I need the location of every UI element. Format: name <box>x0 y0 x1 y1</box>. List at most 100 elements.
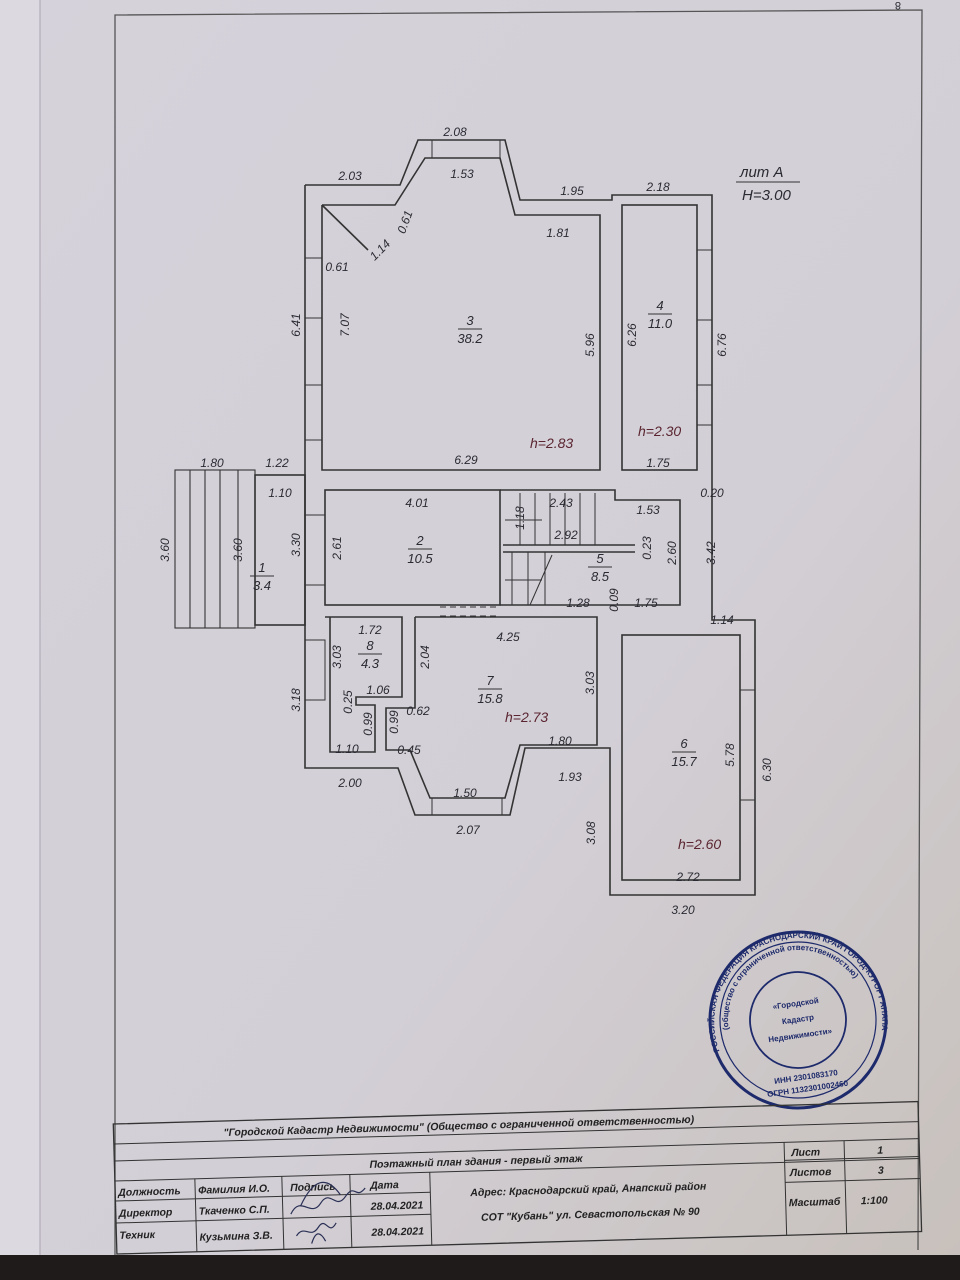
dimension-label: 2.61 <box>330 536 344 560</box>
room-number: 5 <box>596 551 604 566</box>
dimension-label: 4.01 <box>405 496 428 510</box>
dimension-label: 5.96 <box>583 333 597 357</box>
row-2-name: Кузьмина З.В. <box>199 1230 273 1244</box>
drawing-frame <box>114 9 923 1255</box>
dimension-label: 0.09 <box>607 588 621 612</box>
sheet-label: Лист <box>790 1146 820 1159</box>
dimension-label: 1.75 <box>634 596 658 610</box>
dimension-label: 0.61 <box>325 260 348 274</box>
row-1-name: Ткаченко С.П. <box>199 1204 270 1218</box>
sheets-label: Листов <box>789 1166 832 1179</box>
dimension-label: 1.80 <box>548 734 572 748</box>
room-number: 7 <box>486 673 494 688</box>
dimension-label: 1.28 <box>566 596 590 610</box>
signature-director <box>290 1181 366 1215</box>
dimension-label: 0.25 <box>341 690 355 714</box>
room-area: 10.5 <box>407 551 433 566</box>
dimension-label: 1.93 <box>558 770 582 784</box>
header-position: Должность <box>117 1185 181 1199</box>
room-number: 4 <box>656 298 663 313</box>
room-3-walls <box>321 157 601 471</box>
litera-label: лит А <box>739 164 783 181</box>
sheets-value: 3 <box>878 1165 884 1177</box>
table-surface <box>0 1255 960 1280</box>
litera-height: H=3.00 <box>742 187 791 204</box>
porch-steps <box>174 469 256 629</box>
dimension-label: 0.99 <box>387 710 401 734</box>
row-2-position: Техник <box>119 1229 156 1242</box>
dimension-label: 3.60 <box>158 538 172 562</box>
sheet-corner-number: 8 <box>895 0 901 11</box>
dimension-label: 5.78 <box>723 743 737 767</box>
dimension-label: 2.72 <box>675 870 700 884</box>
dimension-label: 1.53 <box>450 167 474 181</box>
room-3-height: h=2.83 <box>530 435 573 451</box>
dimension-label: 1.06 <box>366 683 390 697</box>
room-8-walls <box>325 616 403 753</box>
room-area: 3.4 <box>253 578 271 593</box>
room-number: 2 <box>415 533 424 548</box>
dimension-label: 1.18 <box>513 506 527 530</box>
dimension-label: 2.92 <box>553 528 578 542</box>
row-1-position: Директор <box>118 1206 173 1220</box>
room-area: 15.7 <box>671 754 697 769</box>
stamp-center-2: Кадастр <box>781 1013 814 1026</box>
dimension-label: 3.42 <box>704 541 718 565</box>
room-7-walls <box>385 616 598 799</box>
dimension-label: 2.60 <box>665 541 679 566</box>
outer-wall <box>304 139 756 896</box>
room-6-height: h=2.60 <box>678 836 721 852</box>
dimension-label: 2.18 <box>645 180 670 194</box>
dimension-label: 0.99 <box>361 712 375 736</box>
dimension-label: 2.43 <box>548 496 573 510</box>
room-number: 3 <box>466 313 474 328</box>
dimension-label: 0.62 <box>406 704 430 718</box>
room-area: 8.5 <box>591 569 610 584</box>
dimension-label: 3.60 <box>231 538 245 562</box>
header-date: Дата <box>369 1179 399 1192</box>
dimension-label: 1.10 <box>335 742 359 756</box>
row-2-date: 28.04.2021 <box>370 1225 424 1238</box>
dimension-label: 1.75 <box>646 456 670 470</box>
dimension-label: 3.30 <box>289 533 303 557</box>
floor-plan <box>174 139 756 896</box>
row-1-date: 28.04.2021 <box>370 1199 424 1212</box>
dimension-label: 6.29 <box>454 453 478 467</box>
dimension-label: 0.20 <box>700 486 724 500</box>
dimension-label: 1.14 <box>710 613 734 627</box>
room-area: 11.0 <box>648 316 673 331</box>
room-area: 38.2 <box>457 331 483 346</box>
dimension-label: 6.41 <box>289 313 303 336</box>
dimension-label: 1.50 <box>453 786 477 800</box>
dimension-label: 3.20 <box>671 903 695 917</box>
room-4-walls <box>621 204 698 471</box>
sheet-value: 1 <box>877 1145 883 1157</box>
drawing-title: Поэтажный план здания - первый этаж <box>369 1153 584 1171</box>
room-5-walls <box>500 489 681 606</box>
dimension-label: 6.76 <box>715 333 729 357</box>
scale-label: Масштаб <box>789 1196 841 1209</box>
dimension-label: 0.45 <box>397 743 421 757</box>
dimension-label: 1.22 <box>265 456 289 470</box>
dimension-label: 6.30 <box>760 758 774 782</box>
room-4-height: h=2.30 <box>638 423 681 439</box>
page-left-edge <box>0 0 40 1280</box>
dimension-label: 3.03 <box>583 671 597 695</box>
dimension-label: 1.81 <box>546 226 569 240</box>
dimension-label: 7.07 <box>338 312 352 337</box>
staircase <box>505 493 596 606</box>
room-number: 1 <box>258 560 265 575</box>
dimension-label: 1.95 <box>560 184 584 198</box>
title-block: "Городской Кадастр Недвижимости" (Общест… <box>112 1100 923 1255</box>
signature-technician <box>295 1222 337 1244</box>
room-number: 6 <box>680 736 688 751</box>
dimension-label: 6.26 <box>625 323 639 347</box>
dimension-label: 2.07 <box>455 823 481 837</box>
dimension-label: 3.18 <box>289 688 303 712</box>
room-7-height: h=2.73 <box>505 709 548 725</box>
dimension-label: 3.08 <box>584 821 598 845</box>
